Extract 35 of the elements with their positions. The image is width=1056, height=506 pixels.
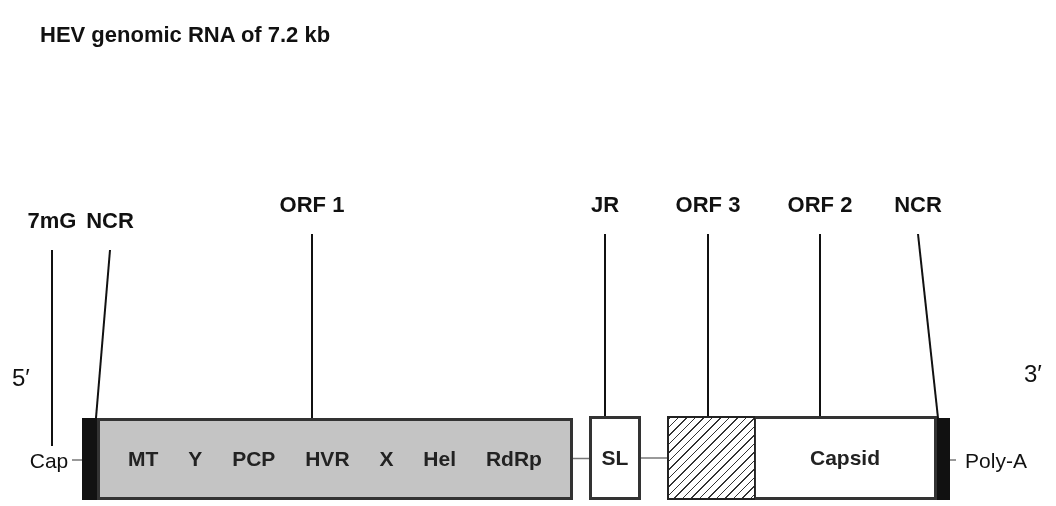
leader-line [819,233,821,417]
region-label: ORF 3 [668,188,748,234]
end-marker-label: 3′ [1024,359,1042,389]
leader-line [707,233,709,417]
domain-label: RdRp [485,446,542,473]
capsid-box: Capsid [755,416,937,500]
leader-line [917,233,939,419]
end-bar [82,418,97,500]
end-marker-label: 5′ [12,363,30,393]
connector-line [71,459,83,461]
connector-line [640,457,668,459]
end-label: Poly-A [956,446,1036,476]
sl-box: SL [589,416,641,500]
domain-label: PCP [232,446,276,473]
diagram-title: HEV genomic RNA of 7.2 kb [40,21,331,49]
leader-line [604,233,606,417]
leader-line [311,233,313,419]
leader-line [95,249,111,419]
domain-label: Y [188,446,203,473]
domain-label: HVR [305,446,350,473]
end-label: Cap [26,446,72,476]
region-label: JR [584,188,626,234]
region-label: NCR [890,188,946,234]
leader-line [51,249,53,447]
domain-label: X [379,446,394,473]
region-label: ORF 2 [780,188,860,234]
end-bar [937,418,950,500]
region-label: 7mG [26,204,78,250]
hatched-box [667,416,755,500]
domain-label: MT [128,446,159,473]
connector-line [949,459,957,461]
orf1-box [97,418,573,500]
region-label: ORF 1 [272,188,352,234]
region-label: NCR [82,204,138,250]
domain-label: Hel [423,446,457,473]
